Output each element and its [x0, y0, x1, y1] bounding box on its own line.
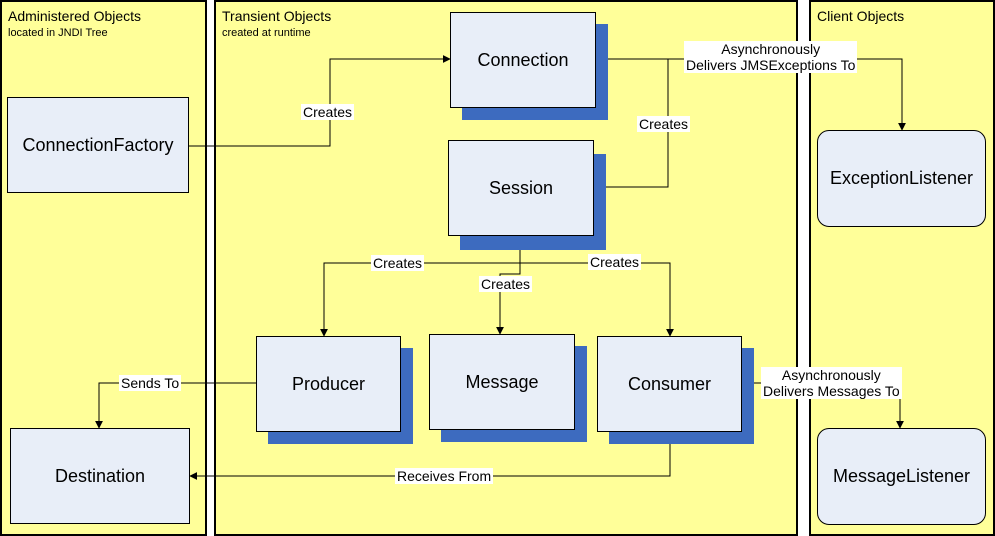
- connection-delivers-exceptions-label: Asynchronously Delivers JMSExceptions To: [684, 41, 858, 73]
- connection-delivers-exceptions-line-2: Delivers JMSExceptions To: [686, 57, 856, 73]
- connection-factory-node: ConnectionFactory: [7, 97, 189, 193]
- session-creates-message-label: Creates: [479, 276, 533, 292]
- consumer-to-destination-arrow: [189, 432, 671, 480]
- session-creates-consumer-label: Creates: [588, 254, 642, 270]
- producer-node: Producer: [256, 336, 401, 432]
- session-to-message-arrow: [496, 263, 521, 335]
- connection-node: Connection: [450, 12, 596, 108]
- message-node: Message: [429, 334, 575, 430]
- factory-creates-connection-label: Creates: [301, 104, 355, 120]
- session-to-consumer-arrow: [520, 262, 674, 337]
- consumer-delivers-messages-line-1: Asynchronously: [781, 367, 881, 383]
- administered-objects-title: Administered Objects: [8, 8, 142, 24]
- consumer-receives-from-label: Receives From: [395, 468, 494, 484]
- transient-objects-title: Transient Objects: [222, 8, 332, 24]
- session-node: Session: [448, 140, 594, 236]
- administered-objects-subtitle: located in JNDI Tree: [8, 27, 108, 39]
- producer-to-destination-arrow: [95, 382, 258, 429]
- exception-listener-node: ExceptionListener: [817, 130, 986, 227]
- producer-sends-to-label: Sends To: [119, 375, 182, 391]
- consumer-delivers-messages-label: Asynchronously Delivers Messages To: [761, 367, 902, 399]
- consumer-delivers-messages-line-2: Delivers Messages To: [763, 383, 900, 399]
- destination-node: Destination: [10, 428, 190, 524]
- transient-objects-subtitle: created at runtime: [222, 27, 311, 39]
- connection-creates-session-label: Creates: [637, 116, 691, 132]
- message-listener-node: MessageListener: [817, 428, 986, 525]
- connection-delivers-exceptions-line-1: Asynchronously: [721, 41, 821, 57]
- factory-to-connection-arrow: [188, 55, 451, 147]
- client-objects-title: Client Objects: [817, 8, 905, 24]
- session-creates-producer-label: Creates: [371, 255, 425, 271]
- consumer-node: Consumer: [597, 336, 742, 432]
